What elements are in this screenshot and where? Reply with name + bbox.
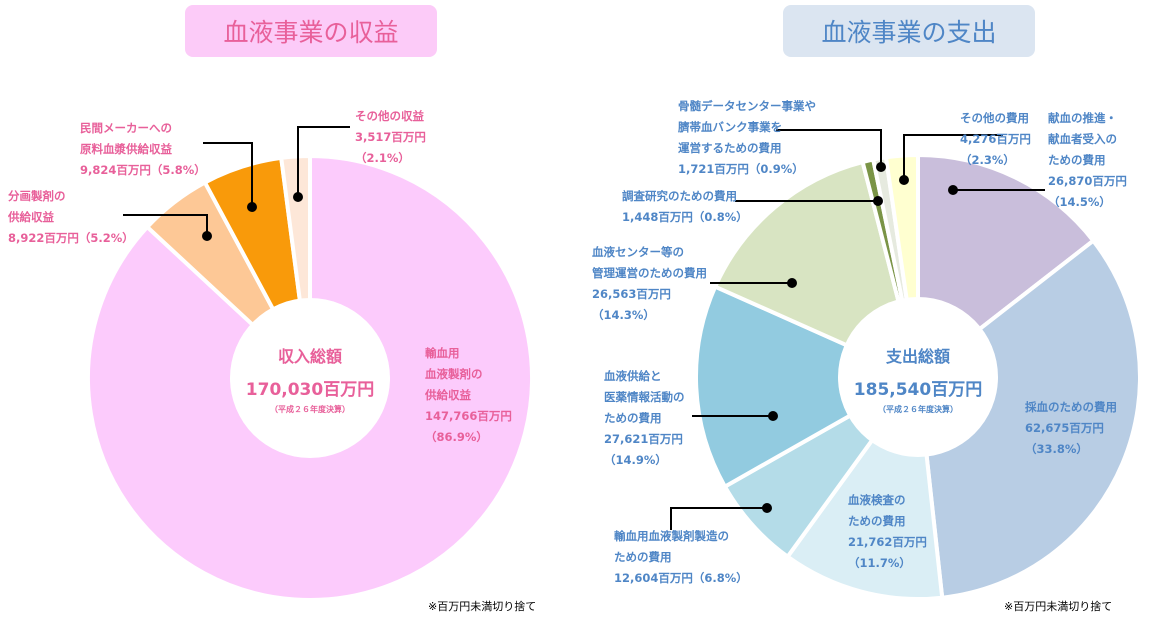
expense-center: 支出総額 185,540百万円 （平成２６年度決算）: [818, 343, 1018, 415]
pie-slice: [915, 237, 1142, 600]
slice-label-line: 26,870百万円: [1048, 174, 1127, 188]
slice-label-line: 供給収益: [8, 210, 54, 224]
slice-label-line: 輸血用: [425, 346, 460, 360]
slice-label: 分画製剤の供給収益 8,922百万円（5.2%）: [8, 186, 134, 249]
leader-dots: [202, 162, 958, 513]
slice-label-line: その他の収益: [355, 109, 424, 123]
slice-label-line: 12,604百万円（6.8%）: [614, 571, 748, 585]
slice-label: 採血のための費用 62,675百万円 （33.8%）: [1025, 397, 1117, 460]
slice-label-line: 1,448百万円（0.8%）: [622, 210, 748, 224]
slice-label-line: 骨髄データセンター事業や: [678, 99, 816, 113]
income-footnote: ※百万円未満切り捨て: [428, 600, 537, 613]
income-center: 収入総額 170,030百万円 （平成２６年度決算）: [210, 343, 410, 415]
slice-label-line: 9,824百万円（5.8%）: [80, 163, 206, 177]
slice-label-line: ための費用: [1048, 153, 1106, 167]
slice-label-line: 血液供給と: [604, 369, 662, 383]
slice-label-line: （2.1%）: [355, 151, 410, 165]
slice-label-line: 血液製剤の: [425, 367, 483, 381]
slice-label-line: 臍帯血バンク事業を: [678, 120, 783, 134]
center-total: 170,030百万円: [245, 380, 375, 400]
slice-label-line: （14.9%）: [604, 453, 667, 467]
center-note: （平成２６年度決算）: [270, 405, 350, 414]
slice-label-line: 調査研究のための費用: [622, 189, 737, 203]
slice-label: 血液センター等の管理運営のための費用 26,563百万円 （14.3%）: [592, 242, 707, 326]
slice-label-line: ための費用: [614, 550, 672, 564]
slice-label-line: 輸血用血液製剤製造の: [614, 529, 729, 543]
slice-label: 調査研究のための費用 1,448百万円（0.8%）: [622, 186, 748, 228]
slice-label-line: （33.8%）: [1025, 442, 1088, 456]
slice-label-line: ための費用: [848, 514, 906, 528]
center-label: 収入総額: [277, 347, 342, 366]
slice-label-line: 62,675百万円: [1025, 421, 1104, 435]
slice-label-line: 3,517百万円: [355, 130, 426, 144]
slice-label-line: 27,621百万円: [604, 432, 683, 446]
center-total: 185,540百万円: [853, 380, 983, 400]
slice-label-line: 採血のための費用: [1025, 400, 1117, 414]
slice-label: 輸血用血液製剤製造のための費用 12,604百万円（6.8%）: [614, 526, 748, 589]
slice-label-line: 民間メーカーへの: [80, 121, 172, 135]
slice-label-line: 管理運営のための費用: [592, 266, 707, 280]
slice-label: 民間メーカーへの原料血漿供給収益 9,824百万円（5.8%）: [80, 118, 206, 181]
income-title: 血液事業の収益: [185, 5, 437, 57]
leader-lines: [123, 126, 1045, 530]
slice-label-line: 8,922百万円（5.2%）: [8, 231, 134, 245]
slice-label-line: 運営するための費用: [678, 141, 782, 155]
center-note: （平成２６年度決算）: [878, 405, 958, 414]
slice-label: 輸血用血液製剤の供給収益 147,766百万円 （86.9%）: [425, 343, 512, 448]
slice-label: 血液検査のための費用 21,762百万円 （11.7%）: [848, 490, 927, 574]
slice-label-line: （14.3%）: [592, 308, 655, 322]
slice-label: 血液供給と医薬情報活動のための費用 27,621百万円 （14.9%）: [604, 366, 685, 471]
slice-label-line: （86.9%）: [425, 430, 488, 444]
slice-label-line: ための費用: [604, 411, 662, 425]
slice-label: 骨髄データセンター事業や臍帯血バンク事業を運営するための費用 1,721百万円（0…: [678, 96, 816, 180]
slice-label-line: （14.5%）: [1048, 195, 1111, 209]
slice-label-line: 献血者受入の: [1048, 132, 1117, 146]
expense-footnote: ※百万円未満切り捨て: [1004, 600, 1113, 613]
slice-label-line: 4,276百万円: [960, 132, 1031, 146]
center-label: 支出総額: [885, 347, 950, 366]
slice-label-line: 血液検査の: [848, 493, 906, 507]
expense-title: 血液事業の支出: [783, 5, 1035, 57]
slice-label-line: 分画製剤の: [8, 189, 66, 203]
slice-label-line: その他の費用: [960, 111, 1029, 125]
slice-label-line: 供給収益: [425, 388, 471, 402]
slice-label-line: 1,721百万円（0.9%）: [678, 162, 804, 176]
slice-label: 献血の推進・献血者受入のための費用 26,870百万円 （14.5%）: [1048, 108, 1127, 213]
income-pie: [86, 153, 534, 602]
slice-label-line: 医薬情報活動の: [604, 390, 685, 404]
slice-label-line: 献血の推進・: [1048, 111, 1117, 125]
pie-slice: [694, 284, 923, 490]
slice-label-line: （11.7%）: [848, 556, 911, 570]
expense-pie: [694, 152, 1142, 601]
slice-label: その他の費用 4,276百万円 （2.3%）: [960, 108, 1031, 171]
slice-label-line: 原料血漿供給収益: [80, 142, 172, 156]
slice-label-line: 147,766百万円: [425, 409, 512, 423]
slice-label-line: 血液センター等の: [592, 245, 684, 259]
donut-hole: [838, 297, 998, 457]
slice-label-line: 21,762百万円: [848, 535, 927, 549]
slice-label: その他の収益 3,517百万円 （2.1%）: [355, 106, 426, 169]
slice-label-line: （2.3%）: [960, 153, 1015, 167]
slice-label-line: 26,563百万円: [592, 287, 671, 301]
donut-hole: [230, 298, 390, 458]
